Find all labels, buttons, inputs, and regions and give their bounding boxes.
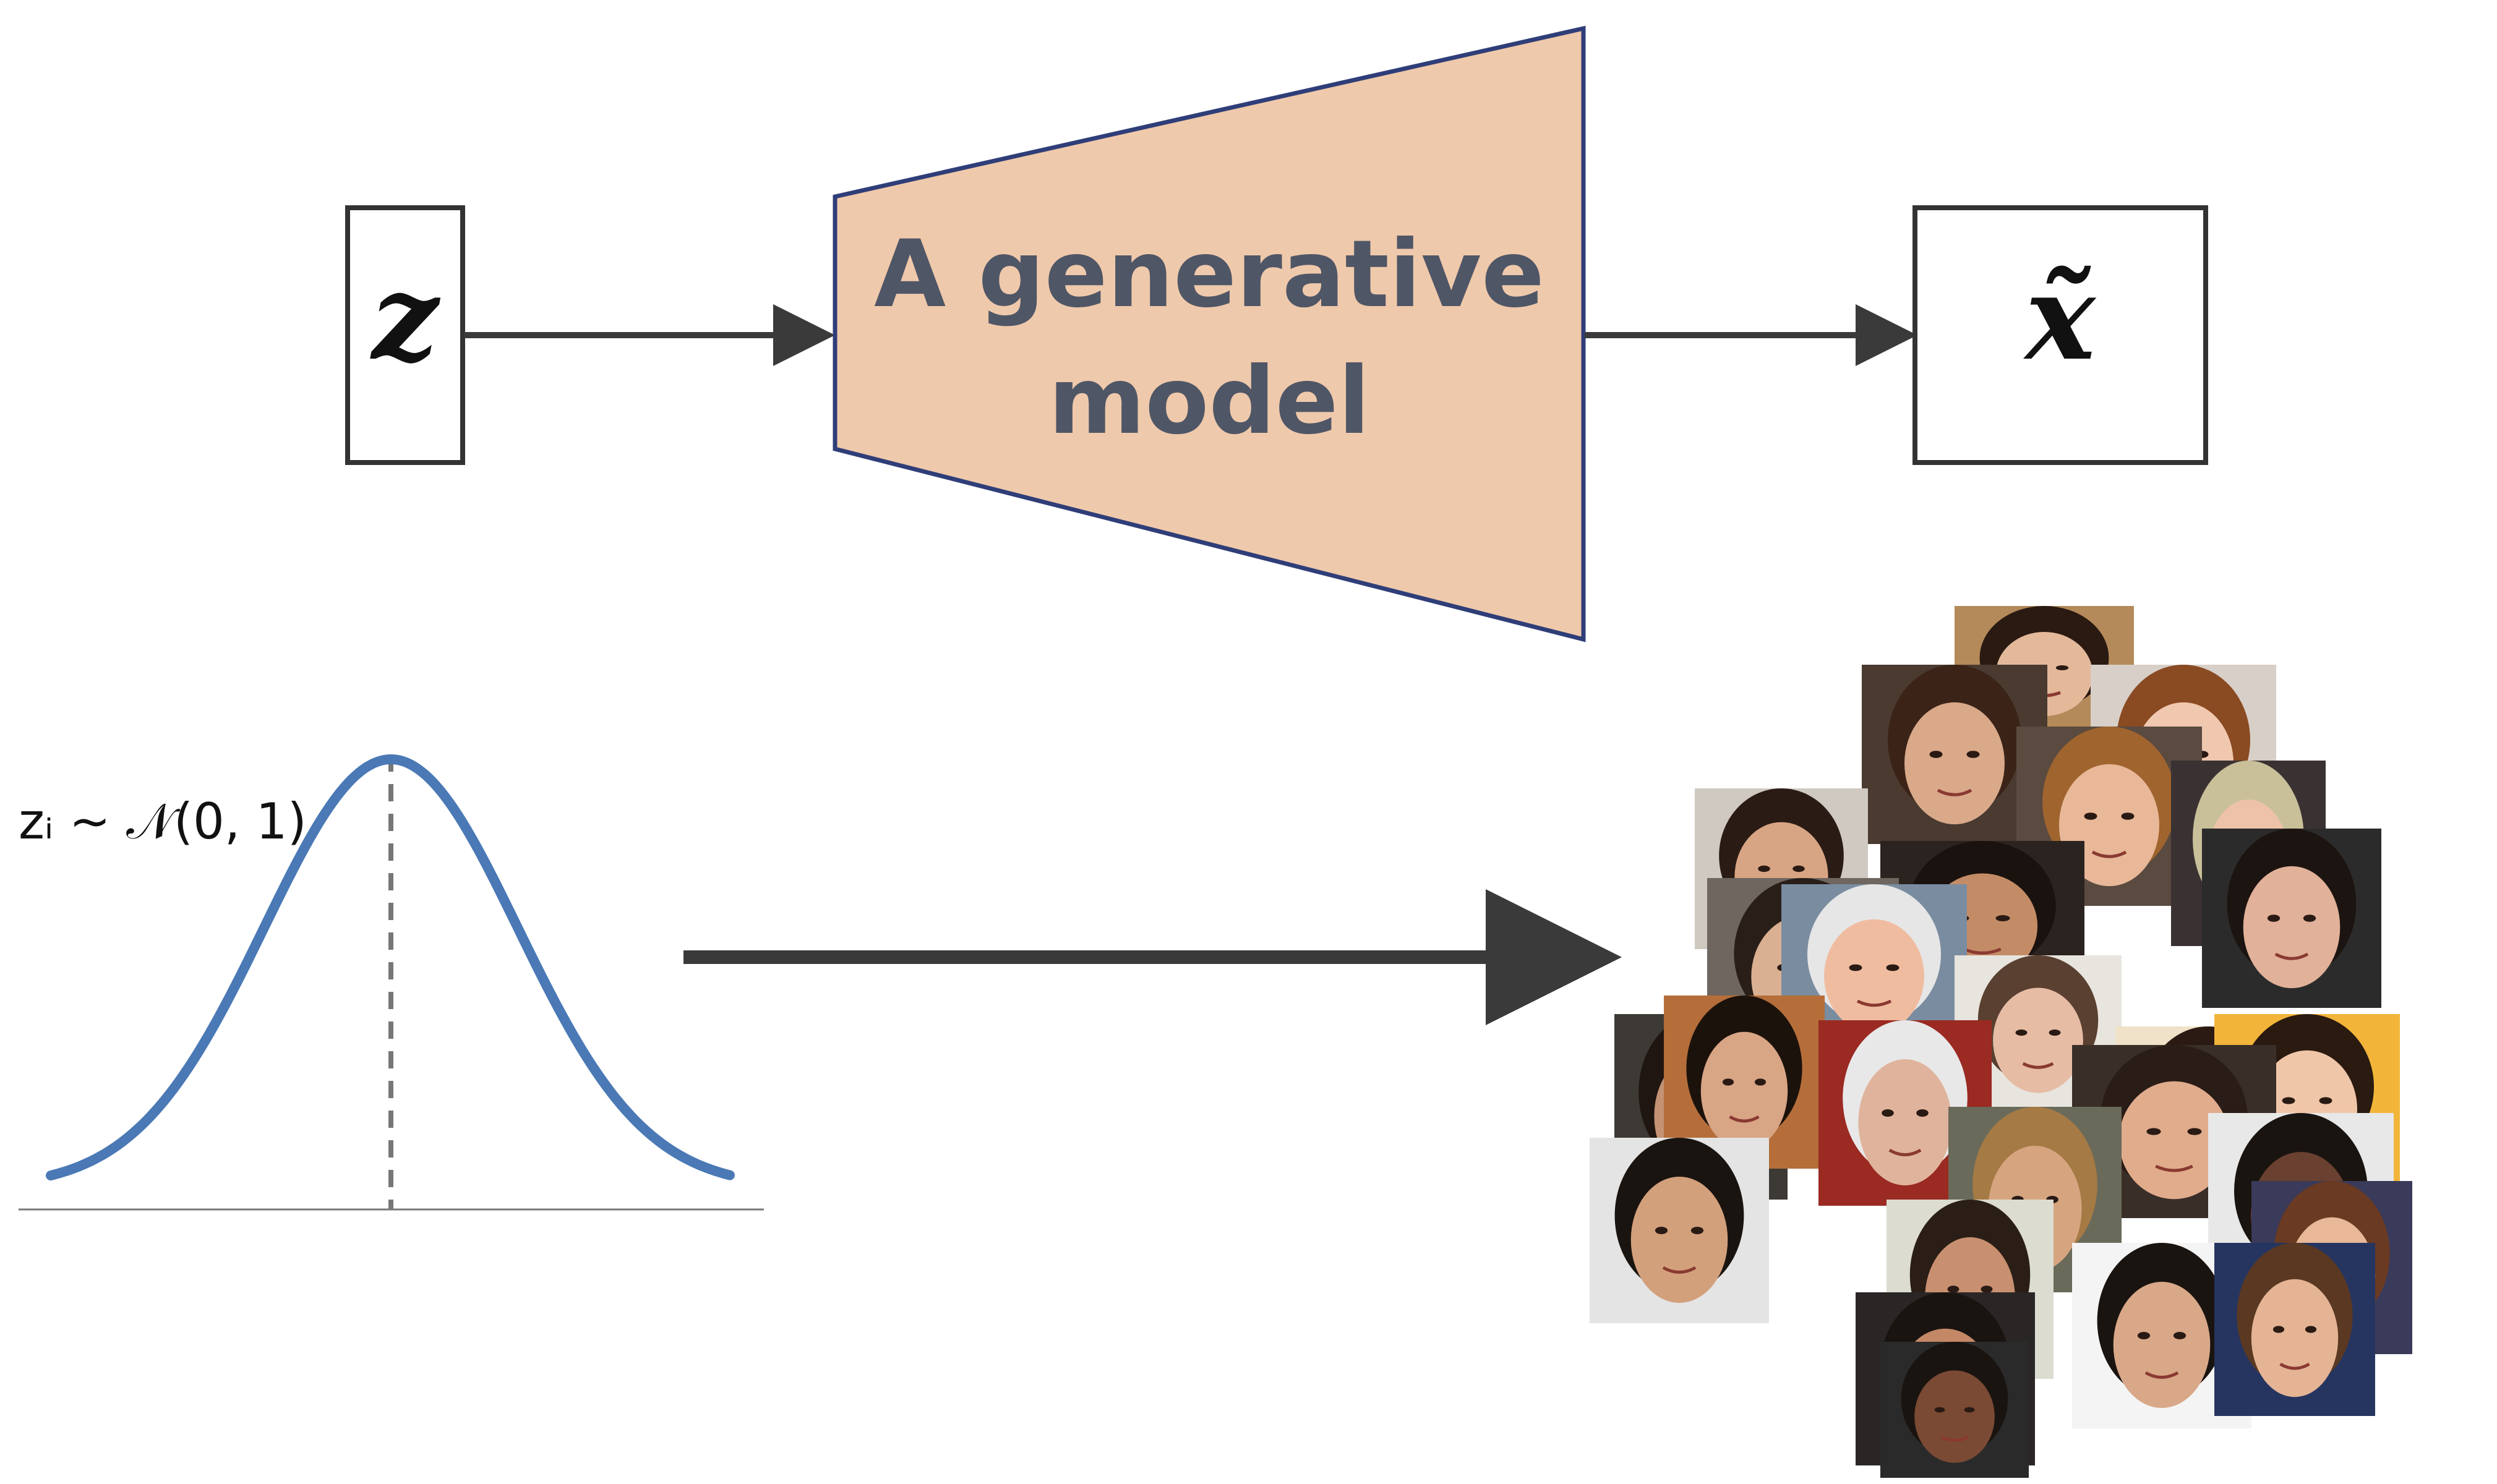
model-label-line1: A generative <box>874 221 1544 328</box>
face-thumbnail <box>2214 1243 2375 1416</box>
face-thumbnail <box>1880 1342 2029 1478</box>
model-label-line2: model <box>1048 348 1370 455</box>
generated-faces-collage <box>1590 606 2412 1478</box>
generated-sample-label: x̃ <box>2023 249 2097 386</box>
face-thumbnail <box>2202 829 2381 1008</box>
latent-input-box <box>345 205 465 465</box>
generated-output-box <box>1912 205 2208 465</box>
distribution-label: zᵢ ~ 𝒩(0, 1) <box>19 793 307 850</box>
face-thumbnail <box>1862 665 2047 844</box>
gaussian-curve <box>46 754 735 1181</box>
face-thumbnail <box>1781 884 1967 1051</box>
latent-variable-label: z <box>370 249 441 386</box>
face-thumbnail <box>1590 1138 1769 1323</box>
generative-model-block <box>833 25 1586 642</box>
